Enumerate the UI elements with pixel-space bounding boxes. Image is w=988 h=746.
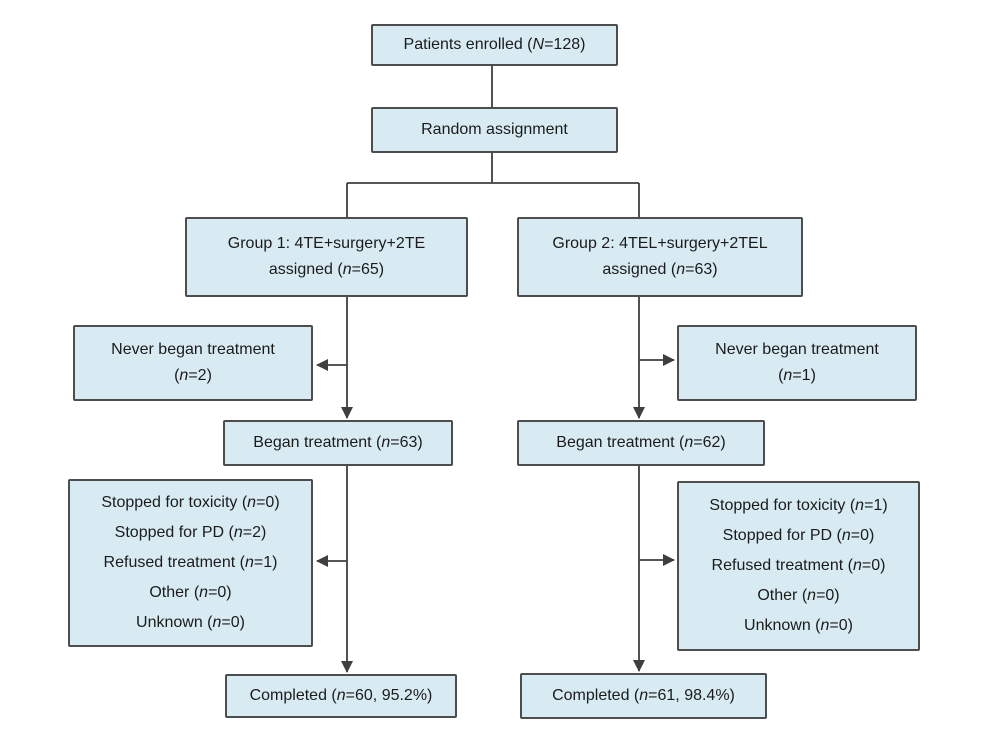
text-line: Began treatment (n=63) [253,430,422,456]
box-stopped-reasons-group2: Stopped for toxicity (n=1) Stopped for P… [677,481,920,651]
text-segment: =63) [685,261,718,278]
italic-variable: n [199,584,209,601]
text-line: Completed (n=61, 98.4%) [552,683,735,709]
text-segment: =2) [188,367,212,384]
text-line: Stopped for PD (n=0) [723,521,875,551]
text-line: Stopped for PD (n=2) [115,518,267,548]
box-began-treatment-group1: Began treatment (n=63) [223,420,453,466]
text-line: Refused treatment (n=1) [104,548,278,578]
text-line: Never began treatment [111,337,275,363]
text-segment: =63) [390,434,423,451]
text-line: Began treatment (n=62) [556,430,725,456]
box-never-began-group1: Never began treatment (n=2) [73,325,313,401]
italic-variable: n [247,494,257,511]
text-segment: Other ( [757,587,808,604]
italic-variable: n [336,687,346,704]
text-segment: Began treatment ( [253,434,382,451]
text-line: Group 2: 4TEL+surgery+2TEL [552,231,767,257]
text-line: Unknown (n=0) [136,608,245,638]
text-segment: Stopped for toxicity ( [101,494,248,511]
text-line: Stopped for toxicity (n=0) [101,488,279,518]
text-segment: Never began treatment [715,341,879,358]
italic-variable: n [783,367,793,384]
text-line: Completed (n=60, 95.2%) [250,683,433,709]
text-line: Other (n=0) [757,581,839,611]
italic-variable: n [820,617,830,634]
text-segment: =1) [253,554,278,571]
text-line: Random assignment [421,117,568,143]
text-segment: Stopped for toxicity ( [709,497,856,514]
text-line: Patients enrolled (N=128) [404,32,586,58]
text-line: (n=1) [778,363,816,389]
text-segment: =0) [861,557,886,574]
box-never-began-group2: Never began treatment (n=1) [677,325,917,401]
text-segment: =128) [544,36,586,53]
box-completed-group1: Completed (n=60, 95.2%) [225,674,457,718]
box-group2-assigned: Group 2: 4TEL+surgery+2TEL assigned (n=6… [517,217,803,297]
text-segment: =2) [242,524,267,541]
italic-variable: n [807,587,817,604]
text-segment: Stopped for PD ( [722,527,842,544]
italic-variable: n [676,261,686,278]
text-segment: Random assignment [421,121,568,138]
text-segment: Never began treatment [111,341,275,358]
italic-variable: n [342,261,352,278]
text-line: Unknown (n=0) [744,611,853,641]
italic-variable: n [212,614,222,631]
text-segment: Began treatment ( [556,434,685,451]
text-segment: =65) [351,261,385,278]
text-segment: ( [174,367,180,384]
text-segment: =0) [829,617,853,634]
text-segment: =0) [221,614,245,631]
text-segment: =0) [816,587,840,604]
text-segment: =0) [256,494,280,511]
text-segment: assigned ( [268,261,343,278]
italic-variable: n [244,554,254,571]
italic-variable: n [381,434,391,451]
box-random-assignment: Random assignment [371,107,618,153]
italic-variable: n [855,497,865,514]
box-group1-assigned: Group 1: 4TE+surgery+2TE assigned (n=65) [185,217,468,297]
text-segment: Completed ( [249,687,337,704]
text-segment: Stopped for PD ( [114,524,234,541]
text-line: Group 1: 4TE+surgery+2TE [228,231,425,257]
text-segment: Refused treatment ( [103,554,245,571]
text-line: Other (n=0) [149,578,231,608]
text-segment: Unknown ( [136,614,213,631]
box-completed-group2: Completed (n=61, 98.4%) [520,673,767,719]
text-segment: Unknown ( [744,617,821,634]
text-segment: assigned ( [602,261,677,278]
text-segment: Completed ( [552,687,640,704]
text-segment: ( [778,367,784,384]
text-line: assigned (n=63) [602,257,717,283]
text-line: Never began treatment [715,337,879,363]
italic-variable: n [852,557,862,574]
box-stopped-reasons-group1: Stopped for toxicity (n=0) Stopped for P… [68,479,313,647]
text-segment: =62) [693,434,726,451]
italic-variable: n [179,367,189,384]
text-line: Stopped for toxicity (n=1) [709,491,887,521]
text-segment: Refused treatment ( [711,557,853,574]
text-line: Refused treatment (n=0) [712,551,886,581]
text-segment: Other ( [149,584,200,601]
text-segment: =1) [864,497,888,514]
italic-variable: N [532,36,545,53]
text-segment: Group 2: 4TEL+surgery+2TEL [552,235,768,252]
text-segment: Group 1: 4TE+surgery+2TE [227,235,426,252]
box-patients-enrolled: Patients enrolled (N=128) [371,24,618,66]
text-segment: =0) [850,527,875,544]
italic-variable: n [841,527,851,544]
text-segment: Patients enrolled ( [403,36,533,53]
italic-variable: n [639,687,649,704]
text-segment: =60, 95.2%) [345,687,433,704]
text-segment: =61, 98.4%) [648,687,735,704]
text-line: (n=2) [174,363,212,389]
text-segment: =1) [792,367,816,384]
text-segment: =0) [208,584,232,601]
box-began-treatment-group2: Began treatment (n=62) [517,420,765,466]
text-line: assigned (n=65) [269,257,384,283]
italic-variable: n [233,524,243,541]
italic-variable: n [684,434,694,451]
